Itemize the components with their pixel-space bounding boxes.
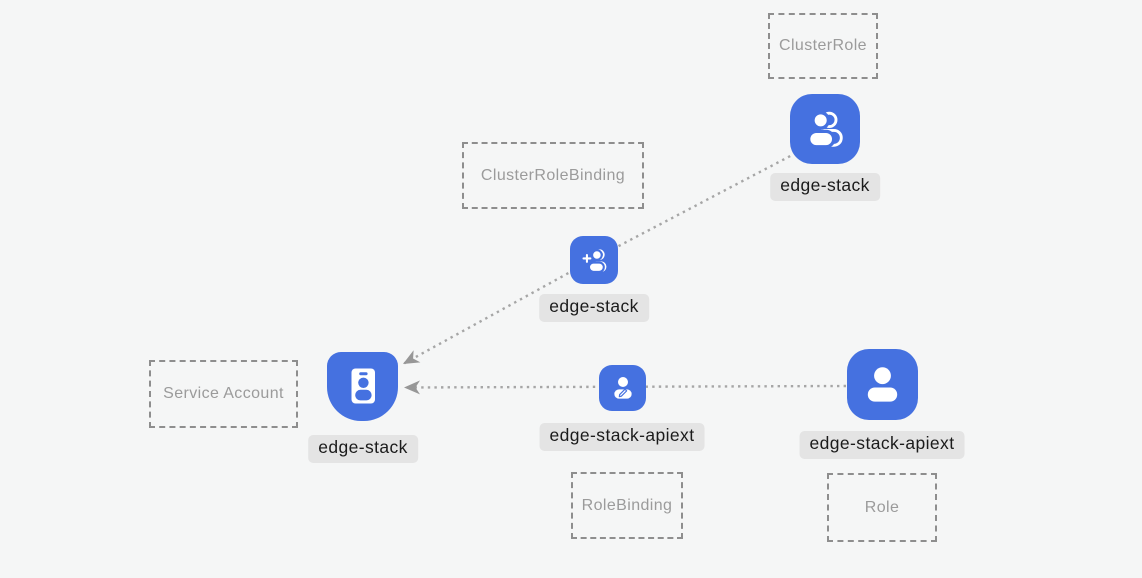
kind-label-serviceaccount: Service Account xyxy=(163,385,284,402)
kind-label-rolebinding: RoleBinding xyxy=(581,496,673,514)
kind-label-role: Role xyxy=(864,498,900,516)
kind-box-rolebinding: RoleBinding xyxy=(571,472,683,539)
users-icon xyxy=(807,111,843,149)
node-name-clusterrolebinding: edge-stack xyxy=(539,294,649,322)
node-name-rolebinding: edge-stack-apiext xyxy=(539,423,705,451)
node-serviceaccount[interactable] xyxy=(327,352,398,421)
user-plus-icon xyxy=(581,248,606,273)
node-clusterrole[interactable] xyxy=(790,94,860,164)
node-name-role: edge-stack-apiext xyxy=(799,431,965,459)
kind-box-clusterrole: ClusterRole xyxy=(768,13,878,79)
node-role[interactable] xyxy=(847,349,918,420)
id-badge-icon xyxy=(351,368,375,403)
kind-box-role: Role xyxy=(827,473,937,542)
kind-label-clusterrolebinding: ClusterRoleBinding xyxy=(480,166,626,184)
kind-label-clusterrole: ClusterRole xyxy=(779,37,867,54)
edge-role-to-serviceaccount xyxy=(403,380,847,395)
kind-box-clusterrolebinding: ClusterRoleBinding xyxy=(462,142,644,209)
node-name-serviceaccount: edge-stack xyxy=(308,435,418,463)
user-edit-icon xyxy=(613,377,632,399)
node-rolebinding[interactable] xyxy=(599,365,646,411)
node-name-clusterrole: edge-stack xyxy=(770,173,880,201)
node-clusterrolebinding[interactable] xyxy=(570,236,618,284)
person-icon xyxy=(867,367,898,402)
kind-box-serviceaccount: Service Account xyxy=(149,360,298,428)
